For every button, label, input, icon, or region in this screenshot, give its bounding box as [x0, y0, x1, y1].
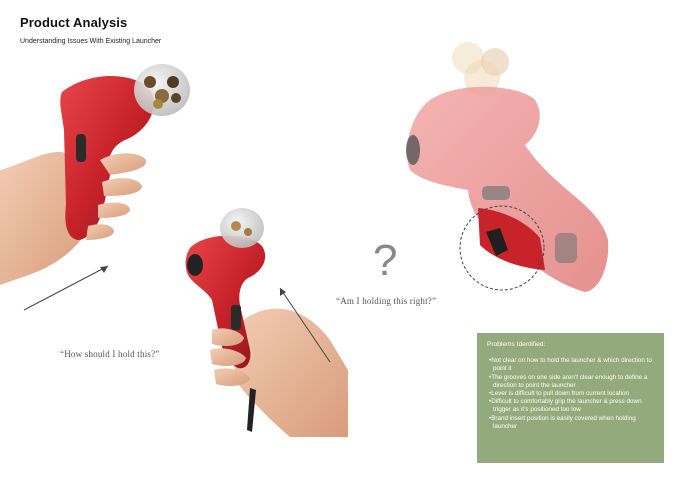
arrow-up-left-icon	[279, 287, 331, 363]
arrow-up-right-icon	[23, 265, 109, 311]
holding-right-quote: “Am I holding this right?”	[336, 296, 437, 306]
hand-holding-launcher-photo	[0, 64, 190, 285]
page-title: Product Analysis	[20, 15, 128, 30]
launcher-detail-photo	[406, 42, 609, 292]
hold-question-quote: “How should I hold this?”	[60, 349, 160, 359]
question-mark-icon: ?	[373, 236, 398, 285]
problem-item: The grooves on one side aren’t clear eno…	[487, 374, 656, 390]
problem-item: Difficult to comfortably grip the launch…	[487, 398, 656, 414]
problem-item: Not clear on how to hold the launcher & …	[487, 357, 656, 373]
problem-item: Lever is difficult to pull down from cur…	[487, 390, 656, 398]
problems-list: Not clear on how to hold the launcher & …	[487, 357, 656, 431]
hand-gripping-launcher-photo	[185, 208, 348, 437]
page-subtitle: Understanding Issues With Existing Launc…	[20, 38, 162, 45]
problems-title: Problems Identified:	[487, 341, 546, 348]
problems-panel: Problems Identified: Not clear on how to…	[477, 333, 664, 463]
problem-item: Brand insert position is easily covered …	[487, 415, 656, 431]
